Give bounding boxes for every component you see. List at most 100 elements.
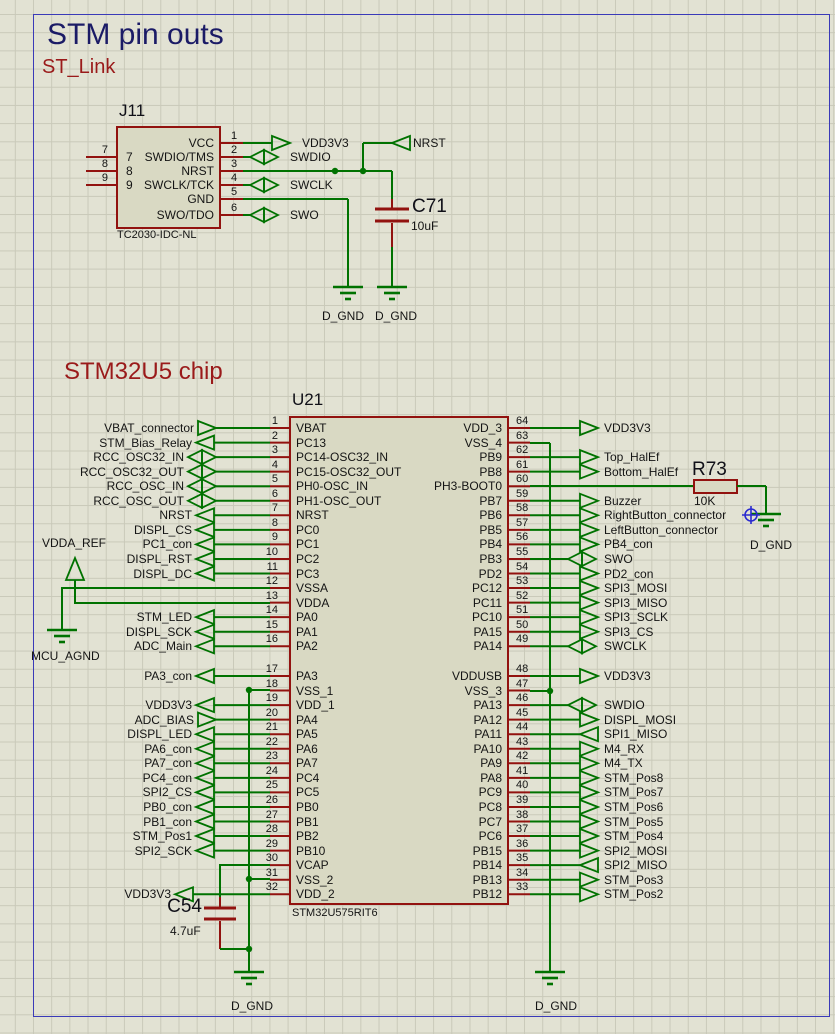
terminal-arrow-left-icon[interactable] [193,696,215,714]
terminal-label[interactable]: PD2_con [604,566,654,581]
terminal-arrow-left-icon[interactable] [193,667,215,685]
terminal-arrow-left-icon[interactable] [193,798,215,816]
terminal-label[interactable]: SPI2_SCK [134,843,192,858]
d-gnd-label[interactable]: D_GND [749,538,793,552]
terminal-label[interactable]: PC1_con [142,537,192,552]
j11-body[interactable] [116,126,221,229]
u21-body[interactable] [289,416,509,905]
terminal-arrow-right-icon[interactable] [579,521,601,539]
terminal-label[interactable]: SPI3_MOSI [604,581,668,595]
terminal-label[interactable]: RCC_OSC32_OUT [79,464,184,479]
terminal-arrow-bidir-icon[interactable] [565,696,583,714]
terminal-arrow-left-icon[interactable] [577,725,599,743]
net-vcap[interactable] [219,864,270,897]
terminal-label[interactable]: SWDIO [604,698,645,713]
terminal-label[interactable]: DISPL_SCK [125,624,192,639]
terminal-label[interactable]: Top_HalEf [604,450,660,465]
terminal-label[interactable]: Buzzer [604,493,642,508]
terminal-arrow-bidir-icon[interactable] [185,448,203,466]
r73-body[interactable] [693,479,738,494]
terminal-arrow-right-icon[interactable] [579,784,601,801]
terminal-arrow-left-icon[interactable] [193,637,215,655]
terminal-label[interactable]: M4_TX [604,756,643,771]
terminal-arrow-right-icon[interactable] [579,885,601,903]
terminal-label[interactable]: STM_Pos8 [604,770,664,785]
terminal-arrow-right-icon[interactable] [579,506,601,524]
terminal-arrow-bidir-icon[interactable] [263,148,281,166]
terminal-arrow-left-icon[interactable] [193,769,215,787]
terminal-arrow-right-icon[interactable] [579,842,601,859]
terminal-arrow-right-icon[interactable] [579,871,601,889]
terminal-arrow-left-icon[interactable] [193,740,215,758]
terminal-arrow-right-icon[interactable] [579,754,601,772]
terminal-label[interactable]: SPI1_MISO [604,727,668,742]
terminal-arrow-right-icon[interactable] [579,623,601,641]
terminal-label[interactable]: PA3_con [144,669,192,683]
d-gnd-label[interactable]: D_GND [374,309,418,323]
terminal-arrow-left-icon[interactable] [193,827,215,845]
terminal-label[interactable]: VDD3V3 [604,669,651,683]
terminal-label[interactable]: STM_Pos6 [604,800,664,814]
terminal-arrow-bidir-icon[interactable] [201,477,219,495]
terminal-label[interactable]: RightButton_connector [604,508,727,523]
terminal-label[interactable]: RCC_OSC32_IN [93,450,184,465]
terminal-label[interactable]: PA7_con [144,756,192,771]
terminal-label[interactable]: DISPL_MOSI [604,712,677,727]
terminal-arrow-left-icon[interactable] [193,813,215,830]
d-gnd-label[interactable]: D_GND [321,309,365,323]
terminal-arrow-bidir-icon[interactable] [565,637,583,655]
net-vssa[interactable] [61,587,270,630]
terminal-label[interactable]: STM_Pos3 [604,872,664,887]
terminal-arrow-left-icon[interactable] [577,856,599,874]
terminal-arrow-bidir-icon[interactable] [247,206,265,224]
terminal-label[interactable]: SWDIO [290,150,331,164]
vdda-ref-label[interactable]: VDDA_REF [42,536,107,550]
section-stm32u5[interactable]: STM32U5 chip [64,358,223,385]
terminal-label[interactable]: STM_Bias_Relay [99,435,192,450]
terminal-arrow-bidir-icon[interactable] [201,448,219,466]
terminal-arrow-right-icon[interactable] [579,667,601,685]
terminal-label[interactable]: ADC_Main [133,639,192,654]
terminal-label[interactable]: VDD3V3 [604,421,651,435]
terminal-label[interactable]: DISPL_DC [133,566,192,581]
terminal-label[interactable]: STM_Pos5 [604,814,664,829]
terminal-arrow-right-icon[interactable] [579,769,601,787]
terminal-arrow-left-icon[interactable] [193,725,215,743]
terminal-label[interactable]: SWCLK [290,178,333,192]
net-vdda[interactable] [74,580,270,604]
terminal-arrow-right-icon[interactable] [271,134,293,152]
terminal-label[interactable]: STM_Pos1 [132,829,192,843]
terminal-label[interactable]: SWO [604,552,633,566]
terminal-label[interactable]: DISPL_LED [127,727,192,742]
terminal-label[interactable]: SWCLK [604,639,647,654]
terminal-arrow-bidir-icon[interactable] [201,492,219,510]
terminal-arrow-bidir-icon[interactable] [247,148,265,166]
terminal-label[interactable]: SPI3_MISO [604,595,668,610]
terminal-arrow-left-icon[interactable] [193,623,215,641]
c71-value[interactable]: 10uF [411,219,439,233]
terminal-arrow-right-icon[interactable] [579,536,601,553]
terminal-arrow-bidir-icon[interactable] [581,550,599,568]
terminal-label[interactable]: STM_Pos4 [604,829,664,843]
d-gnd-label[interactable]: D_GND [230,999,274,1013]
terminal-arrow-right-icon[interactable] [579,565,601,582]
c54-value[interactable]: 4.7uF [170,924,201,938]
terminal-arrow-right-icon[interactable] [197,419,219,437]
terminal-label[interactable]: STM_Pos7 [604,785,664,800]
terminal-arrow-bidir-icon[interactable] [201,463,219,481]
terminal-arrow-bidir-icon[interactable] [185,477,203,495]
terminal-arrow-bidir-icon[interactable] [263,206,281,224]
terminal-label[interactable]: Bottom_HalEf [604,464,679,479]
terminal-label[interactable]: LeftButton_connector [604,522,719,537]
terminal-arrow-left-icon[interactable] [193,550,215,568]
terminal-arrow-bidir-icon[interactable] [247,176,265,194]
d-gnd-label[interactable]: D_GND [534,999,578,1013]
terminal-arrow-left-icon[interactable] [193,506,215,524]
terminal-label[interactable]: SPI2_CS [142,785,192,800]
r73-ref[interactable]: R73 [692,459,727,480]
terminal-label[interactable]: DISPL_RST [126,552,192,566]
terminal-arrow-right-icon[interactable] [197,711,219,728]
terminal-label[interactable]: PB1_con [143,814,192,829]
terminal-label[interactable]: SWO [290,208,319,222]
terminal-label[interactable]: SPI3_CS [604,624,654,639]
